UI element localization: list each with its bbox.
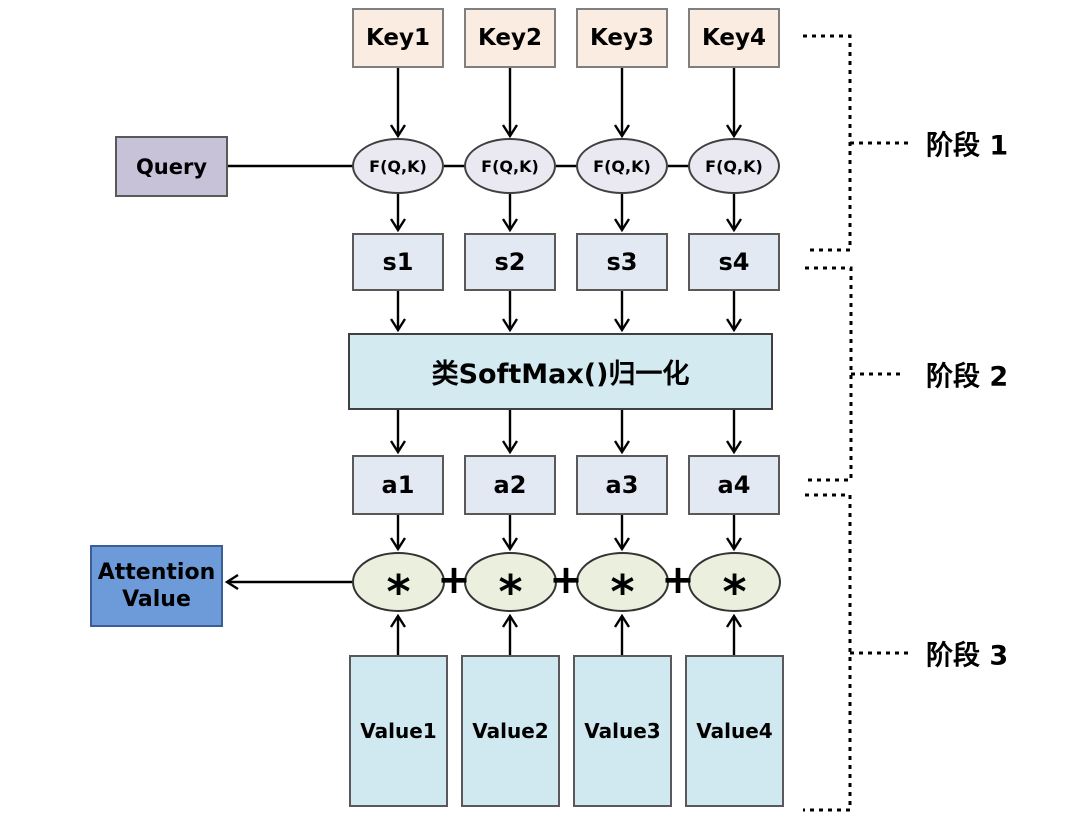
value-box-4: Value4 <box>685 655 784 807</box>
weight-box-2: a2 <box>464 455 556 515</box>
softmax-box: 类SoftMax()归一化 <box>348 333 773 410</box>
stage-brackets <box>803 34 912 812</box>
multiply-ellipse-2: * <box>464 552 557 619</box>
stage-label-2: 阶段 2 <box>926 361 1009 393</box>
score-box-3: s3 <box>576 233 668 291</box>
weight-box-1: a1 <box>352 455 444 515</box>
score-box-1: s1 <box>352 233 444 291</box>
arrows-softmax-to-weight <box>398 410 734 452</box>
key-box-1: Key1 <box>352 8 444 68</box>
arrows-value-to-multiply <box>398 616 734 655</box>
multiply-operator: * <box>722 565 747 619</box>
arrows-weight-to-multiply <box>398 515 734 549</box>
similarity-func-ellipse-1: F(Q,K) <box>352 138 444 194</box>
plus-operator-3: + <box>661 557 695 603</box>
stage-1-bracket <box>803 34 852 252</box>
stage-2-bracket <box>805 266 853 482</box>
stage-3-bracket <box>803 493 852 812</box>
attention-value-box: Attention Value <box>90 545 223 627</box>
value-box-3: Value3 <box>573 655 672 807</box>
arrows-func-to-score <box>398 194 734 230</box>
value-box-1: Value1 <box>349 655 448 807</box>
key-box-3: Key3 <box>576 8 668 68</box>
arrows-keys-to-func <box>398 68 734 136</box>
plus-operator-2: + <box>549 557 583 603</box>
multiply-operator: * <box>498 565 523 619</box>
score-box-2: s2 <box>464 233 556 291</box>
query-box: Query <box>115 136 228 197</box>
multiply-ellipse-1: * <box>352 552 445 619</box>
stage-label-3: 阶段 3 <box>926 640 1009 672</box>
weight-box-3: a3 <box>576 455 668 515</box>
stage-label-1: 阶段 1 <box>926 130 1009 162</box>
plus-operator-1: + <box>437 557 471 603</box>
key-box-4: Key4 <box>688 8 780 68</box>
multiply-operator: * <box>610 565 635 619</box>
key-box-2: Key2 <box>464 8 556 68</box>
multiply-operator: * <box>386 565 411 619</box>
value-box-2: Value2 <box>461 655 560 807</box>
similarity-func-ellipse-4: F(Q,K) <box>688 138 780 194</box>
similarity-func-ellipse-3: F(Q,K) <box>576 138 668 194</box>
multiply-ellipse-3: * <box>576 552 669 619</box>
arrows-score-to-softmax <box>398 291 734 330</box>
score-box-4: s4 <box>688 233 780 291</box>
multiply-ellipse-4: * <box>688 552 781 619</box>
weight-box-4: a4 <box>688 455 780 515</box>
similarity-func-ellipse-2: F(Q,K) <box>464 138 556 194</box>
